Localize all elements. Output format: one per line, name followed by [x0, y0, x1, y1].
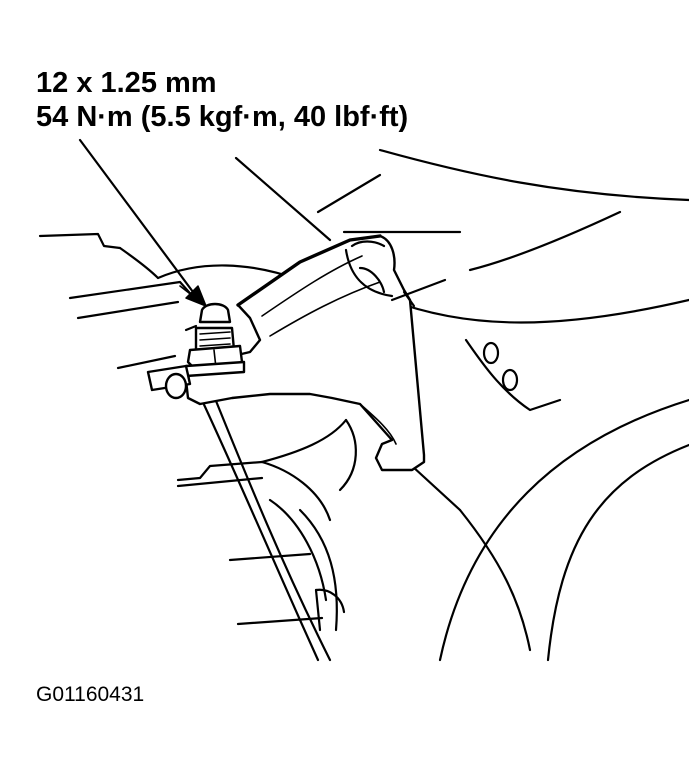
thread-spec-label: 12 x 1.25 mm — [36, 67, 217, 99]
mount-insulator — [176, 394, 357, 662]
torque-spec-label: 54 N·m (5.5 kgf·m, 40 lbf·ft) — [36, 101, 409, 133]
mount-bracket — [184, 230, 462, 472]
lower-right-body — [398, 398, 689, 662]
torque-callout: 12 x 1.25 mm 54 N·m (5.5 kgf·m, 40 lbf·f… — [36, 66, 408, 134]
locating-pin — [146, 364, 192, 400]
callout-leader-arrow — [78, 138, 207, 332]
mounting-bolt — [184, 302, 246, 378]
upper-housing — [234, 148, 689, 412]
figure-id-label: G01160431 — [36, 683, 145, 706]
